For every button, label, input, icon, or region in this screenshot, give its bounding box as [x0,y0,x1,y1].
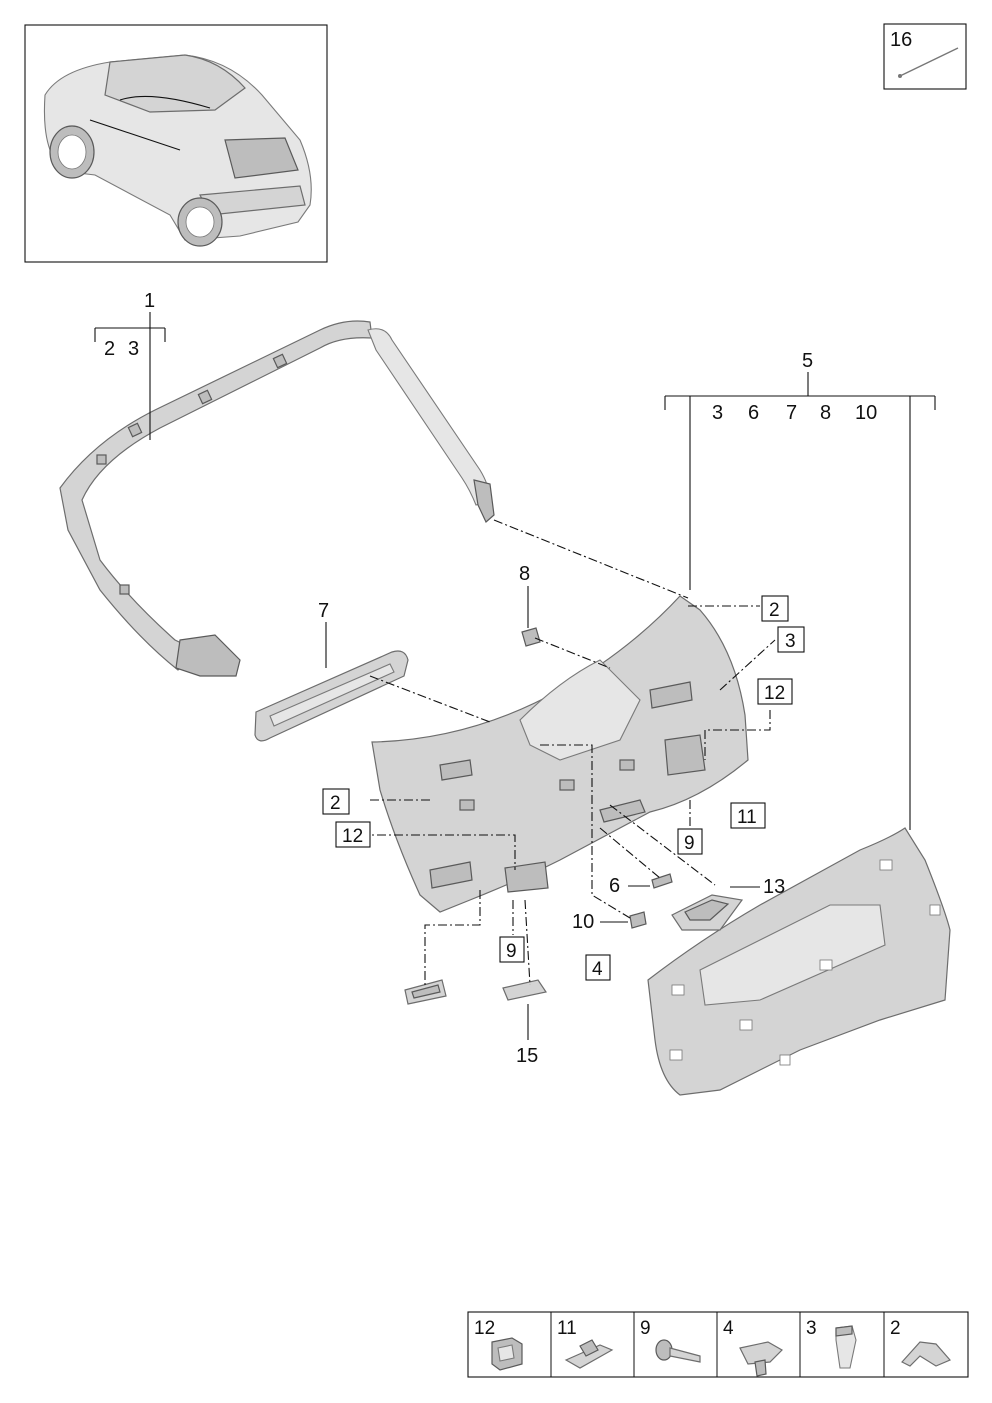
callout-8-label: 8 [519,563,530,585]
clip-4-icon [739,1341,783,1377]
boxed-ref-2-top-label: 2 [769,600,780,621]
boxed-ref-11-label: 11 [737,807,757,828]
part-16-panel: 16 [883,23,967,90]
part-light-unit [404,979,447,1005]
cable-tie-16-icon [899,47,959,77]
part-15-lamp: 15 [502,979,547,1067]
callout-15-label: 15 [516,1045,538,1067]
boxed-ref-4: 4 [585,954,611,981]
vehicle-overview-panel [24,24,328,263]
clip-2-icon [901,1341,951,1367]
boxed-ref-9-bottom-label: 9 [506,941,517,962]
part-5-liftgate-panel [371,595,749,913]
boxed-ref-12-left-label: 12 [342,826,363,847]
legend-9-number: 9 [640,1318,651,1339]
callout-16-label: 16 [890,29,912,51]
legend-3-number: 3 [806,1318,817,1339]
legend-cell-3: 3 [806,1318,857,1369]
callout-5-sub-6: 6 [748,402,759,424]
part-1-frame-trim [59,320,495,677]
boxed-ref-2-top: 2 [761,595,789,622]
boxed-ref-12-right: 12 [757,678,793,705]
callout-6-label: 6 [609,875,620,897]
legend-cell-9: 9 [640,1318,701,1363]
legend-11-number: 11 [557,1318,577,1339]
boxed-ref-12-left: 12 [335,821,371,848]
part-10-clip: 10 [572,911,647,933]
callout-5-label: 5 [802,350,813,372]
clip-9-icon [655,1339,701,1363]
callout-13-label: 13 [763,876,785,898]
clip-12-icon [491,1337,523,1371]
part-13-pull-handle: 13 [671,876,785,931]
part-7-grip-strip: 7 [254,600,409,742]
fastener-legend: 12 11 9 4 [467,1311,969,1378]
boxed-ref-3-label: 3 [785,631,796,652]
legend-2-number: 2 [890,1318,901,1339]
callout-10-label: 10 [572,911,594,933]
clip-3-icon [835,1325,857,1369]
legend-cell-11: 11 [557,1318,614,1369]
legend-4-number: 4 [723,1318,734,1339]
boxed-ref-9-right: 9 [677,828,703,855]
callout-7-label: 7 [318,600,329,622]
callout-1-label: 1 [144,290,155,312]
boxed-ref-9-right-label: 9 [684,833,695,854]
part-6-clip: 6 [609,873,673,897]
legend-cell-2: 2 [890,1318,951,1367]
legend-cell-12: 12 [474,1318,523,1371]
clip-11-icon [564,1339,614,1369]
boxed-ref-2-left: 2 [322,788,350,815]
callout-5-sub-7: 7 [786,402,797,424]
suv-rear-view-image [43,54,312,247]
legend-12-number: 12 [474,1318,495,1339]
boxed-ref-4-label: 4 [592,959,603,980]
callout-1: 1 2 3 [94,290,166,440]
boxed-ref-12-right-label: 12 [764,683,785,704]
callout-1-sub-2: 2 [104,338,115,360]
boxed-ref-11: 11 [730,802,766,829]
callout-5-sub-8: 8 [820,402,831,424]
boxed-ref-2-left-label: 2 [330,793,341,814]
callout-5-sub-3: 3 [712,402,723,424]
callout-1-sub-3: 3 [128,338,139,360]
legend-cell-4: 4 [723,1318,783,1377]
callout-5: 5 3 6 7 8 10 [664,350,936,830]
boxed-ref-3: 3 [777,626,805,653]
part-8-clip: 8 [519,563,541,647]
callout-5-sub-10: 10 [855,402,877,424]
assembly-leaders [360,519,776,986]
boxed-ref-9-bottom: 9 [499,936,525,963]
